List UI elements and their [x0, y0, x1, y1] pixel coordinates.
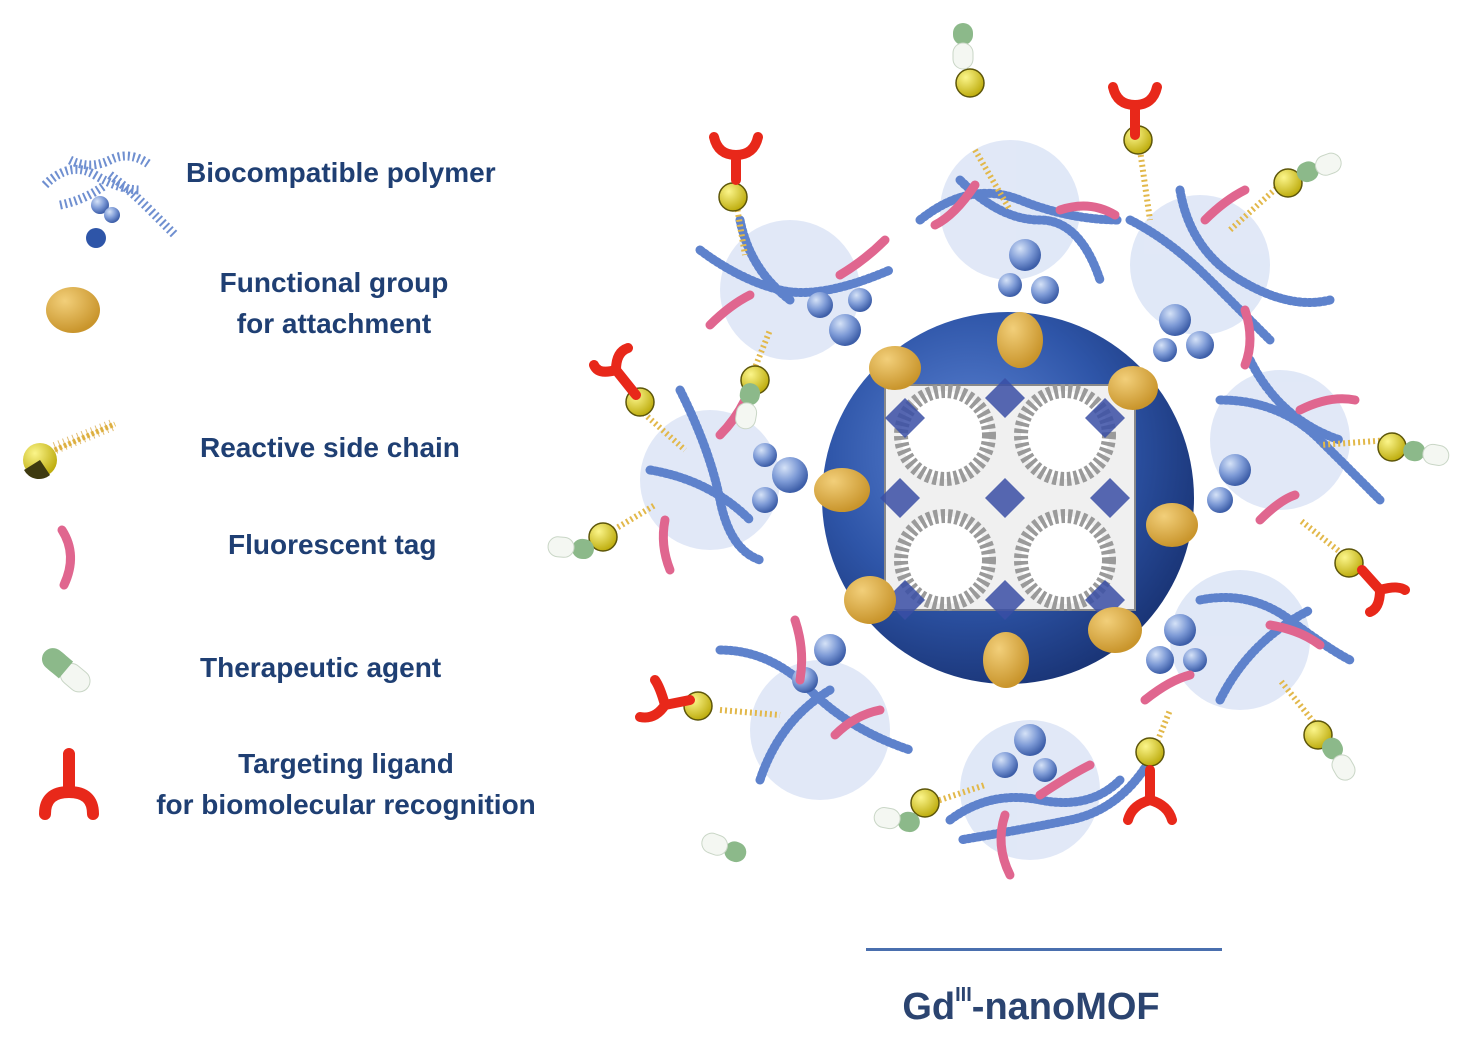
- legend-label-targeting-line2: for biomolecular recognition: [156, 789, 536, 820]
- therapeutic-agent-icon: [41, 648, 91, 693]
- legend-label-functional-line2: for attachment: [236, 308, 432, 339]
- caption-suffix: -nanoMOF: [971, 986, 1160, 1028]
- legend-label-targeting-ligand: Targeting ligand for biomolecular recogn…: [140, 743, 552, 825]
- polymer-icon: [41, 151, 179, 248]
- legend-label-functional-group: Functional group for attachment: [214, 262, 454, 344]
- legend-label-targeting-line1: Targeting ligand: [238, 748, 454, 779]
- caption-title: GdIII-nanoMOF: [866, 984, 1196, 1029]
- caption-prefix: Gd: [902, 986, 956, 1028]
- mof-lattice: [880, 378, 1136, 620]
- caption-divider: [866, 948, 1222, 951]
- legend-label-fluorescent-tag: Fluorescent tag: [228, 529, 437, 560]
- legend-label-functional-line1: Functional group: [219, 267, 449, 298]
- legend-label-therapeutic-agent: Therapeutic agent: [200, 652, 442, 683]
- fluorescent-tag-icon: [57, 525, 75, 590]
- legend-label-polymer: Biocompatible polymer: [186, 157, 496, 188]
- caption-superscript: III: [955, 984, 972, 1006]
- functional-group-icon: [46, 287, 100, 333]
- legend-label-reactive-side-chain: Reactive side chain: [200, 432, 460, 463]
- targeting-ligand-icon: [39, 748, 99, 820]
- reactive-side-chain-icon: [23, 418, 118, 480]
- nanomof-core: [547, 23, 1450, 880]
